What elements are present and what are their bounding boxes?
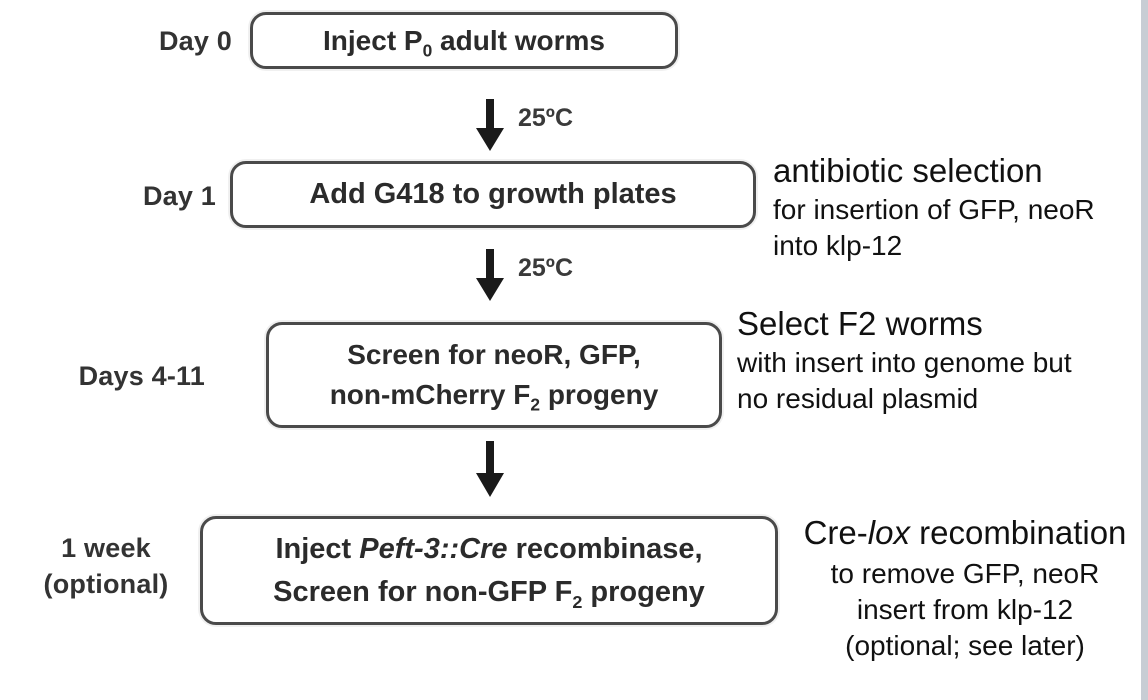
flow-box-screen-neor-gfp: Screen for neoR, GFP, non-mCherry F2 pro… (266, 322, 722, 428)
peft3-cre-italic: Peft-3::Cre (359, 532, 508, 565)
annotation-select-f2-line1: with insert into genome but (737, 347, 1072, 378)
annotation-cre-lox-line2: insert from klp-12 (856, 594, 1074, 625)
flow-box-inject-cre-line1: Inject Peft-3::Cre recombinase, (275, 532, 703, 565)
time-label-day1: Day 1 (142, 181, 216, 211)
annotation-antibiotic-line1: for insertion of GFP, neoR (773, 194, 1095, 225)
lox-italic: lox (867, 514, 910, 551)
time-label-1week-optional: 1 week (optional) (22, 530, 190, 602)
flow-box-inject-cre-line2: Screen for non-GFP F2 progeny (273, 575, 705, 612)
annotation-select-f2: Select F2 worms with insert into genome … (737, 303, 1072, 417)
flow-box-screen-neor-gfp-line1: Screen for neoR, GFP, (347, 339, 641, 370)
annotation-antibiotic-line2: into klp-12 (773, 230, 903, 261)
time-label-1week-line2: (optional) (43, 569, 169, 599)
temperature-label-2: 25ºC (518, 254, 573, 282)
annotation-select-f2-line2: no residual plasmid (737, 383, 979, 414)
down-arrow-icon-3 (473, 441, 507, 497)
temperature-label-1: 25ºC (518, 104, 573, 132)
annotation-antibiotic-heading: antibiotic selection (773, 152, 1043, 189)
right-edge-strip (1141, 0, 1148, 700)
flow-box-add-g418-text: Add G418 to growth plates (309, 178, 677, 210)
annotation-antibiotic-selection: antibiotic selection for insertion of GF… (773, 150, 1095, 264)
flow-box-inject-p0-text: Inject P0 adult worms (323, 24, 605, 61)
annotation-cre-lox: Cre-lox recombination to remove GFP, neo… (782, 510, 1148, 664)
annotation-cre-lox-line3: (optional; see later) (845, 630, 1085, 661)
time-label-day0: Day 0 (158, 26, 232, 56)
down-arrow-icon-1 (473, 99, 507, 151)
flow-box-screen-neor-gfp-line2: non-mCherry F2 progeny (329, 379, 659, 415)
flow-box-add-g418: Add G418 to growth plates (230, 161, 756, 228)
annotation-cre-lox-heading: Cre-lox recombination (803, 514, 1127, 551)
time-label-1week-line1: 1 week (61, 533, 151, 563)
flow-box-inject-cre: Inject Peft-3::Cre recombinase, Screen f… (200, 516, 778, 625)
time-label-days4-11: Days 4-11 (78, 361, 205, 391)
down-arrow-icon-2 (473, 249, 507, 301)
annotation-select-f2-heading: Select F2 worms (737, 305, 983, 342)
annotation-cre-lox-line1: to remove GFP, neoR (830, 558, 1100, 589)
flow-box-inject-p0: Inject P0 adult worms (250, 12, 678, 69)
